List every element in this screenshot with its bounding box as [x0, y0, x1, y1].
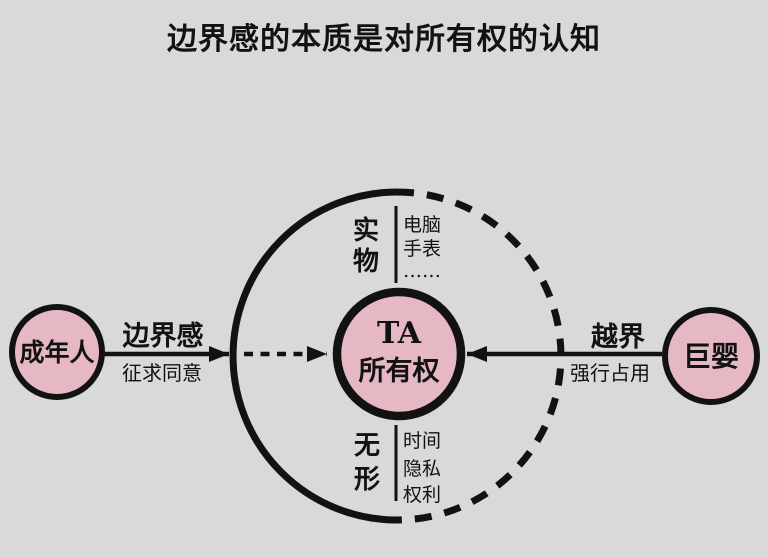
- adult-node-circle: [9, 304, 105, 400]
- tangible-category-char-1: 实: [353, 215, 379, 246]
- ownership-node-line1: TA: [377, 316, 422, 351]
- left-arrow-sublabel: 征求同意: [122, 361, 202, 385]
- boundary-circle-dashed-half: [396, 188, 565, 524]
- right-arrow-label: 越界: [591, 322, 645, 353]
- tangible-item-ellipsis: ……: [403, 260, 441, 282]
- intangible-item-3: 权利: [403, 484, 441, 506]
- intangible-item-2: 隐私: [403, 458, 441, 480]
- right-arrow-sublabel: 强行占用: [570, 361, 650, 385]
- giant-baby-node-circle: [662, 307, 760, 405]
- adult-node-label: 成年人: [19, 338, 94, 367]
- page-title: 边界感的本质是对所有权的认知: [167, 22, 601, 57]
- boundary-circle-solid-half: [229, 188, 398, 524]
- intangible-category-char-1: 无: [354, 431, 380, 461]
- left-arrow-label: 边界感: [123, 320, 204, 352]
- ownership-node-line2: 所有权: [359, 356, 440, 387]
- intangible-category-char-2: 形: [354, 465, 380, 495]
- intangible-item-1: 时间: [403, 430, 441, 452]
- ownership-node-circle: [332, 287, 466, 421]
- tangible-category-char-2: 物: [353, 247, 379, 277]
- giant-baby-node-label: 巨婴: [683, 340, 739, 373]
- tangible-item-2: 手表: [403, 238, 441, 260]
- tangible-item-1: 电脑: [403, 214, 441, 236]
